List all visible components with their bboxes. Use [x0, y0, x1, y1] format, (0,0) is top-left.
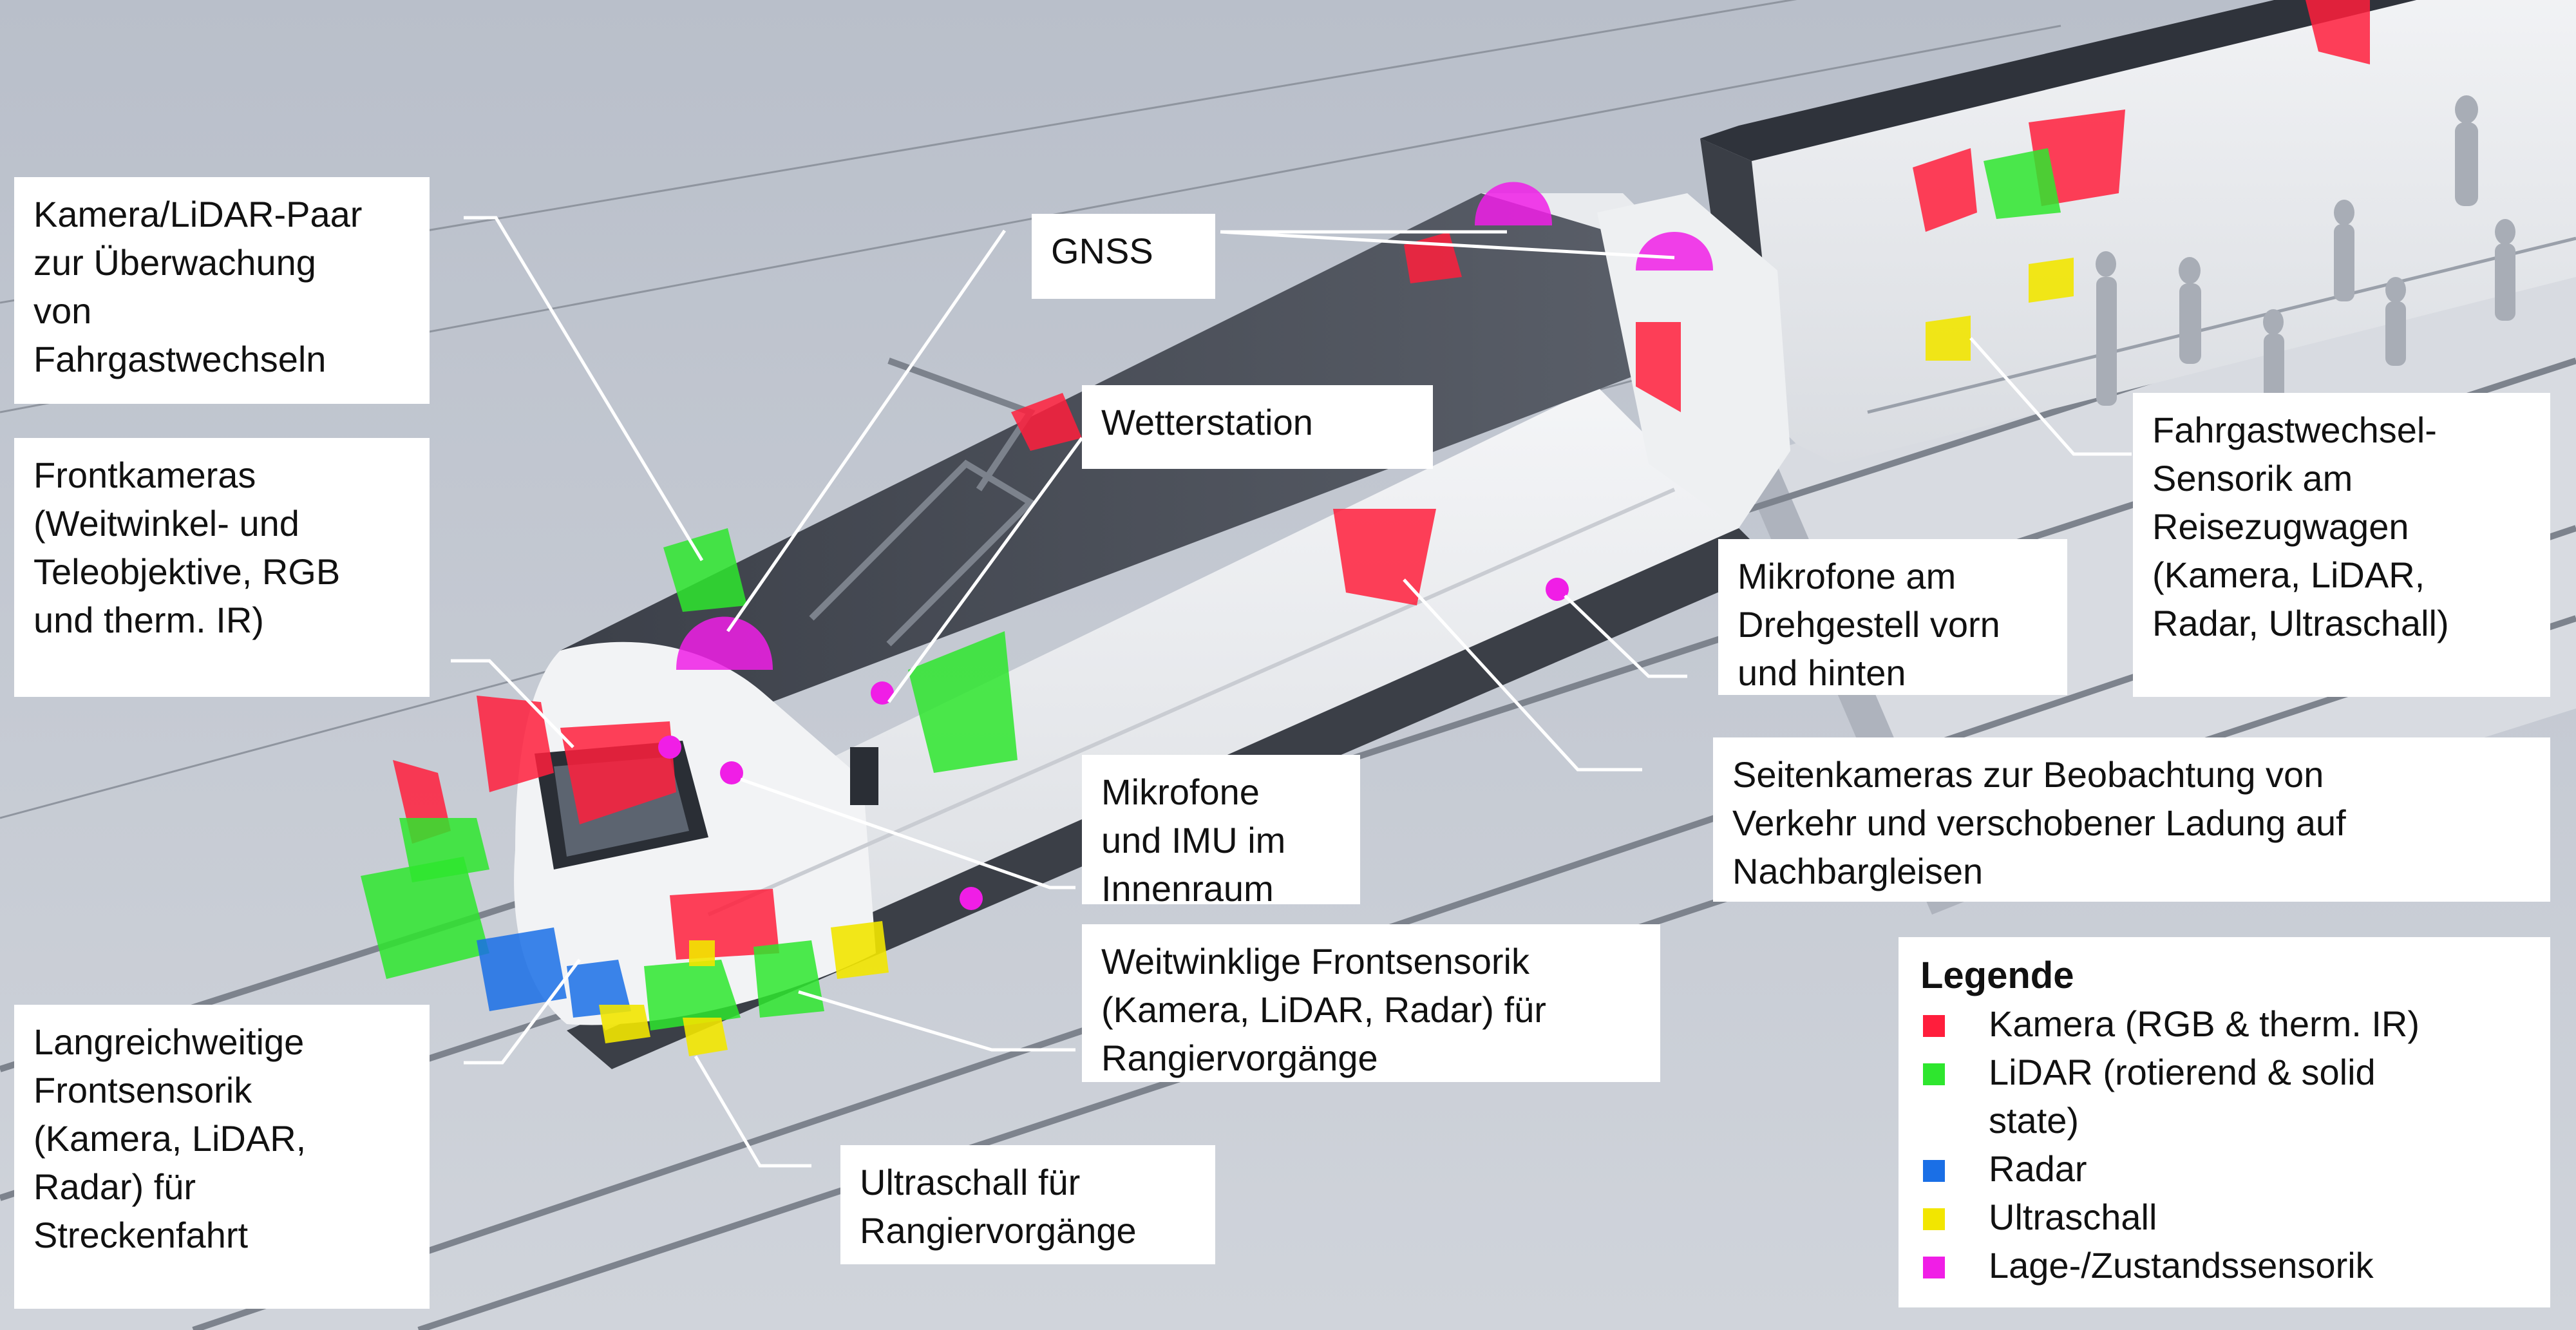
legend-label: Ultraschall: [1989, 1197, 2157, 1237]
passengers: [2096, 95, 2515, 411]
legend-label: Lage-/Zustandssensorik: [1989, 1245, 2374, 1286]
legend-swatch-radar: [1923, 1160, 1945, 1182]
leader-lines: [451, 216, 2132, 1168]
callout-mikrofone-imu: Mikrofone und IMU im Innenraum: [1082, 755, 1360, 904]
legend-item-lidar: LiDAR (rotierend & solid state): [1920, 1048, 2528, 1145]
callout-wetterstation: Wetterstation: [1082, 385, 1433, 469]
legend-item-lage: Lage-/Zustandssensorik: [1920, 1241, 2528, 1289]
lidar-sensors: [361, 148, 2061, 1031]
callout-kamera-lidar-paar: Kamera/LiDAR-Paar zur Überwachung von Fa…: [14, 177, 430, 404]
callout-fahrgastwechsel-sensorik: Fahrgastwechsel- Sensorik am Reisezugwag…: [2133, 393, 2550, 697]
legend-label-continued: state): [1989, 1100, 2079, 1141]
legend-swatch-kamera: [1923, 1015, 1945, 1037]
legend-label: LiDAR (rotierend & solid: [1989, 1052, 2376, 1092]
legend-label: Kamera (RGB & therm. IR): [1989, 1003, 2420, 1044]
legend-swatch-lage: [1923, 1257, 1945, 1278]
callout-mikrofone-drehgestell: Mikrofone am Drehgestell vorn und hinten: [1718, 539, 2067, 695]
legend-item-ultraschall: Ultraschall: [1920, 1193, 2528, 1241]
callout-langreichweitig: Langreichweitige Frontsensorik (Kamera, …: [14, 1005, 430, 1309]
legend-label: Radar: [1989, 1148, 2087, 1189]
callout-ultraschall: Ultraschall für Rangiervorgänge: [840, 1145, 1215, 1264]
legend-title: Legende: [1920, 955, 2074, 996]
radar-sensors: [477, 927, 631, 1018]
callout-seitenkameras: Seitenkameras zur Beobachtung von Verkeh…: [1713, 737, 2550, 902]
callout-frontkameras: Frontkameras (Weitwinkel- und Teleobjekt…: [14, 438, 430, 697]
legend-swatch-lidar: [1923, 1063, 1945, 1085]
legend-item-radar: Radar: [1920, 1145, 2528, 1193]
callout-gnss: GNSS: [1032, 214, 1215, 299]
lage-sensors: [658, 182, 1713, 910]
legend: Legende Kamera (RGB & therm. IR) LiDAR (…: [1899, 937, 2550, 1307]
callout-weitwinklig: Weitwinklige Frontsensorik (Kamera, LiDA…: [1082, 924, 1660, 1082]
ultraschall-sensors: [599, 258, 2074, 1056]
legend-swatch-ultraschall: [1923, 1208, 1945, 1230]
legend-item-kamera: Kamera (RGB & therm. IR): [1920, 1000, 2528, 1048]
